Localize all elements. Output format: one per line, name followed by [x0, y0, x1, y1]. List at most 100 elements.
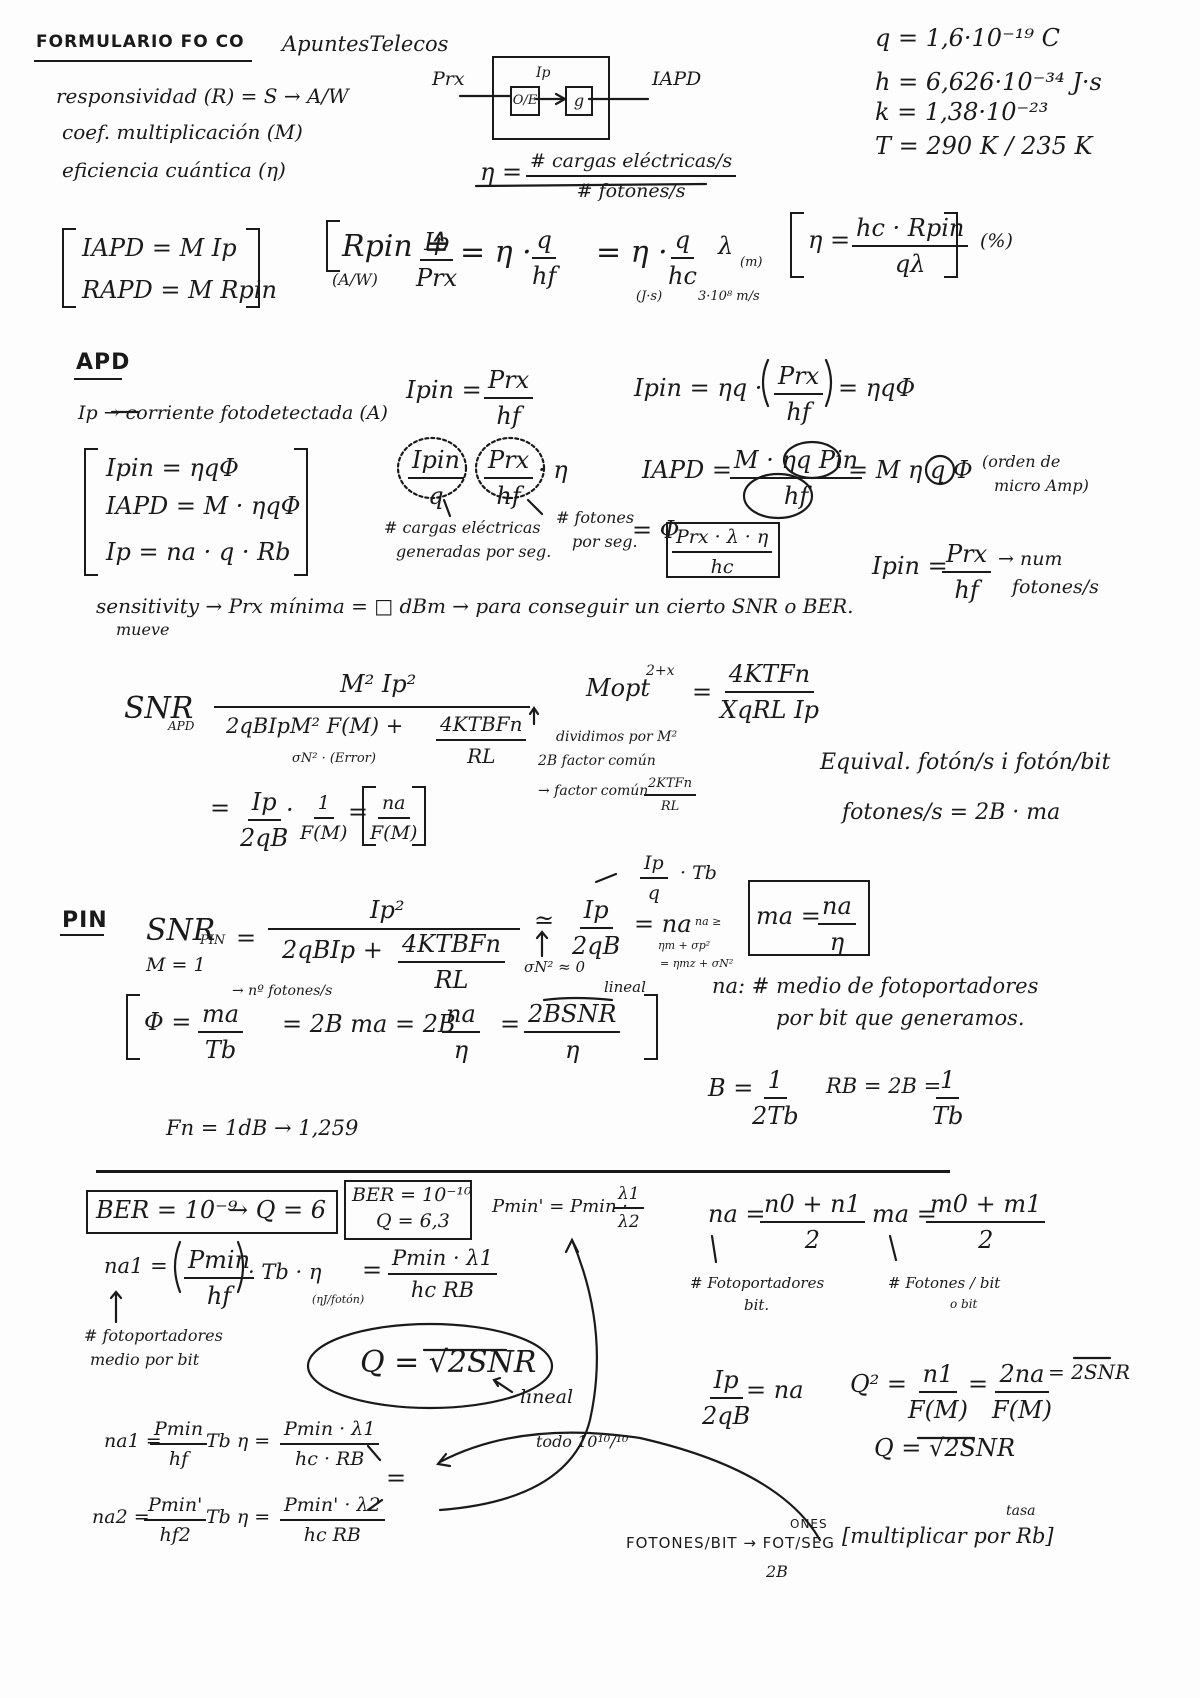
iapd2-den: hf [783, 482, 809, 510]
snr-r1-num: Ip [247, 788, 281, 821]
def-multiplication: coef. multiplicación (M) [62, 120, 303, 144]
pin-m1: M = 1 [146, 954, 206, 976]
mopt-eq: = [692, 678, 713, 706]
snr-apd-den-den: RL [467, 744, 496, 768]
na-down-arrow [710, 1234, 718, 1264]
apd-heading: APD [76, 350, 131, 375]
na2-lhs: na2 = [92, 1506, 150, 1528]
na1b-r-fraction: Pmin · λ1 hc · RB [280, 1418, 380, 1470]
big-loop-head [435, 1452, 452, 1468]
pin-phi-lhs: Φ = [144, 1008, 192, 1036]
pin-bar [268, 928, 520, 930]
ma-avg-num: m0 + m1 [926, 1190, 1046, 1223]
orden-note: (orden de [982, 452, 1061, 471]
RB-den: Tb [932, 1102, 964, 1130]
pmin-prime-fraction: λ1 λ2 [614, 1184, 644, 1232]
phi-den: hc [710, 556, 734, 578]
na1b-den: hf [168, 1448, 189, 1470]
na2-fraction: Pmin' hf2 [144, 1494, 207, 1546]
snr-r3-num: na [377, 792, 410, 819]
circ-frac-2: Prx hf [484, 446, 534, 510]
snr-r2-den: F(M) [300, 822, 348, 844]
phi-num: Prx · λ · η [672, 526, 773, 553]
pin-phi-f2-num: na [442, 1000, 480, 1033]
iapd-formula: IAPD = M Ip [82, 234, 237, 262]
eta-def-den: # fotones/s [576, 180, 686, 202]
snr-r1-frac: Ip 2qB [236, 788, 292, 852]
rpin-lhs: Rpin ≙ [342, 229, 448, 264]
snr-up-arrow [528, 706, 540, 726]
rpin-frac-2: q hf [528, 226, 560, 290]
eta-formula-unit: (%) [980, 230, 1013, 252]
pin-sigma: σN² ≈ 0 [524, 958, 586, 976]
section-divider [96, 1170, 950, 1173]
constant-h: h = 6,626·10⁻³⁴ J·s [875, 68, 1102, 96]
snr-note-3-frac: 2KTFn RL [644, 776, 697, 814]
eta-formula-fraction: hc · Rpin qλ [852, 214, 969, 278]
pin-phi-frac: ma Tb [198, 1000, 244, 1064]
apd-box-bracket-r [294, 448, 308, 576]
ipin2-fraction: Prx hf [774, 362, 824, 426]
pin-phi-f2: na η [442, 1000, 480, 1064]
foto-note-2: medio por bit [90, 1350, 200, 1369]
rpin-f1-num: Ip [420, 228, 453, 261]
ip-na-den: 2qB [702, 1402, 751, 1430]
snr-apd-sub: APD [168, 719, 195, 733]
rpin-eq1: = η · [460, 235, 532, 270]
na-avg-num: n0 + n1 [760, 1190, 865, 1223]
eta-def-num: # cargas eléctricas/s [526, 150, 737, 177]
ipin3-num: Prx [942, 540, 992, 573]
na-definition-2: por bit que generamos. [776, 1006, 1025, 1030]
na1-mid: · Tb · η [248, 1260, 322, 1284]
rpin-f3-num: q [670, 226, 695, 259]
snr-note-3-num: 2KTFn [644, 776, 697, 796]
na1b-num: Pmin [150, 1418, 208, 1445]
eta-formula-num: hc · Rpin [852, 214, 969, 247]
ma-box-fraction: na η [818, 892, 856, 956]
snr-apd-lhs: SNR [124, 691, 194, 726]
mopt-num: 4KTFn [724, 660, 815, 693]
pin-up-arrow [535, 930, 549, 958]
cargas-note: # cargas eléctricas [384, 518, 541, 537]
iapd2-num: M · ηq Pin [730, 446, 863, 479]
ipin2-den: hf [786, 398, 811, 426]
pin-eq-sign: = [236, 924, 257, 952]
phi-box-bracket-r [644, 994, 658, 1060]
q2-f2-num: 2na [995, 1360, 1049, 1393]
RB-lhs: RB = 2B = [826, 1074, 942, 1098]
na1-up-arrow [109, 1290, 123, 1324]
eta-formula-left-bracket [790, 212, 804, 278]
ipin2-num: Prx [774, 362, 824, 395]
constant-k: k = 1,38·10⁻²³ [875, 98, 1049, 126]
snr-apd-den-num: 4KTBFn [436, 712, 527, 741]
pmin-prime-num: λ1 [614, 1184, 644, 1209]
mueve-note: mueve [116, 620, 170, 639]
pin-phi-note: → nº fotones/s [232, 983, 333, 999]
B-den: 2Tb [752, 1102, 799, 1130]
snr-r2-num: 1 [313, 792, 334, 819]
author-signature: ApuntesTelecos [282, 32, 449, 56]
snr-apd-bar [214, 706, 530, 708]
circ2-num: Prx [484, 446, 534, 479]
q-lineal-arrow [492, 1376, 514, 1394]
B-lhs: B = [708, 1074, 754, 1102]
pin-na-eq: = na [634, 910, 692, 938]
q-final: Q = √2SNR [874, 1434, 1016, 1462]
rpin-f2-num: q [532, 226, 556, 259]
na-avg-fraction: n0 + n1 2 [760, 1190, 865, 1254]
fotones-note: # fotones [556, 508, 635, 527]
big-loop-arrow [438, 1431, 822, 1542]
rpin-frac-3: q hc [664, 226, 701, 290]
snr-r3-den: F(M) [370, 822, 418, 844]
ber-q6: → Q = 6 [228, 1196, 327, 1224]
na1-eq: = [362, 1256, 383, 1284]
eta-def-fraction: # cargas eléctricas/s # fotones/s [526, 150, 737, 202]
pmin-curve-head [564, 1237, 580, 1254]
rpin-eq2: = η · [596, 235, 668, 270]
title-underline [34, 60, 252, 62]
pin-den-frac: 4KTBFn RL [398, 930, 505, 994]
ber-box-1 [86, 1190, 338, 1234]
eta-def-lhs: η = [480, 158, 523, 186]
equival-line-2: fotones/s = 2B · ma [842, 800, 1061, 825]
pin-phi-f3: 2BSNR η [524, 1000, 621, 1064]
